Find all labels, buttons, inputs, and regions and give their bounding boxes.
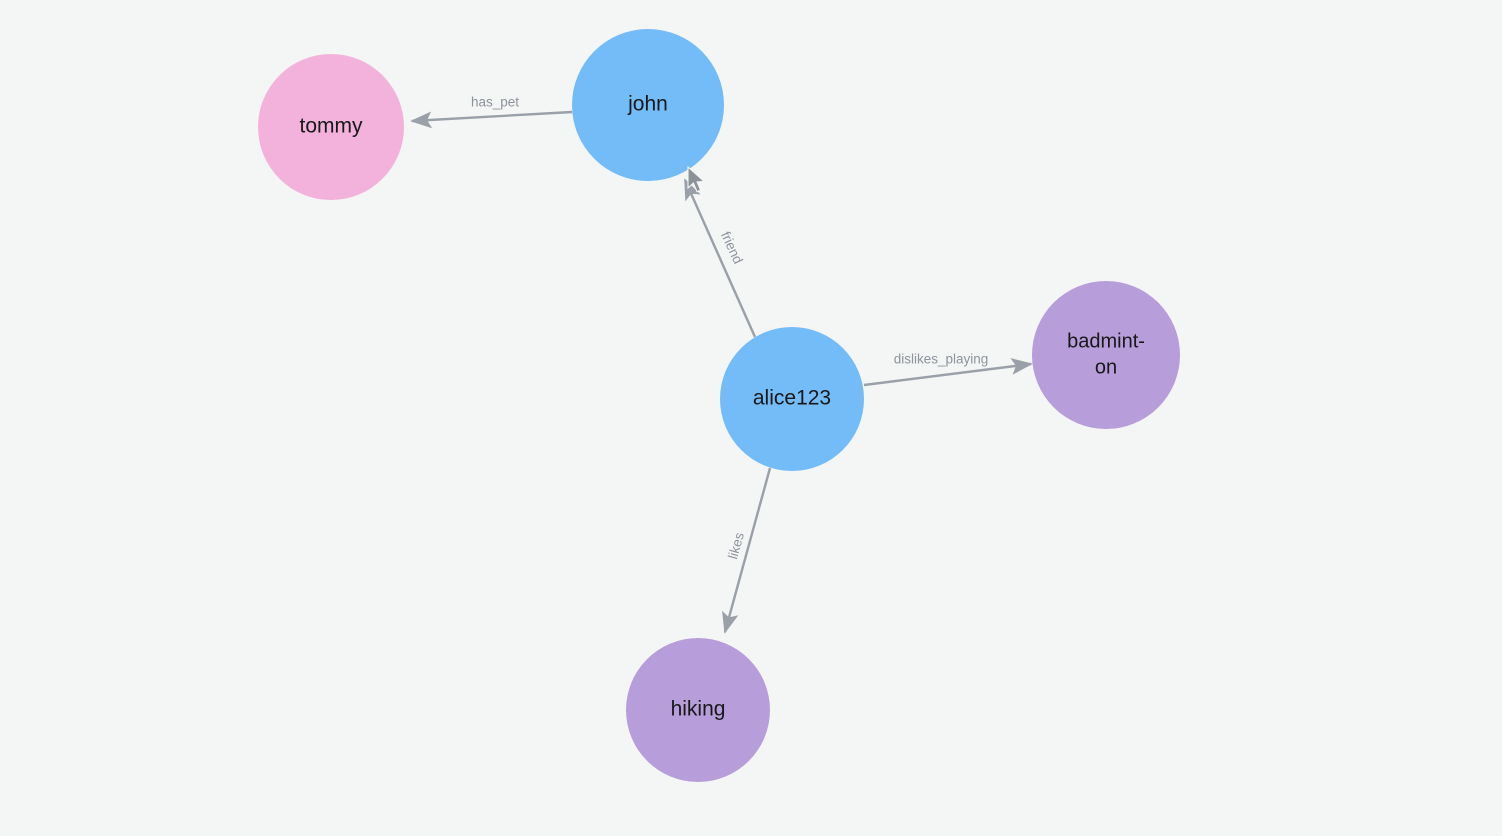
node-circle[interactable]: [258, 54, 404, 200]
edge-label: likes: [725, 530, 747, 560]
edge-line: [410, 110, 573, 129]
graph-node-alice123[interactable]: alice123: [720, 327, 864, 471]
graph-node-badminton[interactable]: badmint-on: [1032, 281, 1180, 429]
node-circle[interactable]: [626, 638, 770, 782]
graph-edge[interactable]: likes: [722, 467, 772, 634]
graph-edge[interactable]: has_pet: [410, 95, 573, 129]
node-circle[interactable]: [1032, 281, 1180, 429]
graph-edge[interactable]: friend: [683, 178, 757, 338]
graph-node-john[interactable]: john: [572, 29, 724, 181]
edge-line: [722, 467, 772, 634]
graph-node-hiking[interactable]: hiking: [626, 638, 770, 782]
edge-line: [683, 178, 757, 338]
edge-label: has_pet: [471, 95, 519, 110]
graph-edge[interactable]: dislikes_playing: [863, 352, 1033, 387]
nodes-layer: tommy john alice123 badmint-on hiking: [258, 29, 1180, 782]
graph-node-tommy[interactable]: tommy: [258, 54, 404, 200]
node-circle[interactable]: [572, 29, 724, 181]
node-circle[interactable]: [720, 327, 864, 471]
edge-line: [863, 358, 1033, 387]
edge-label: dislikes_playing: [894, 352, 989, 367]
